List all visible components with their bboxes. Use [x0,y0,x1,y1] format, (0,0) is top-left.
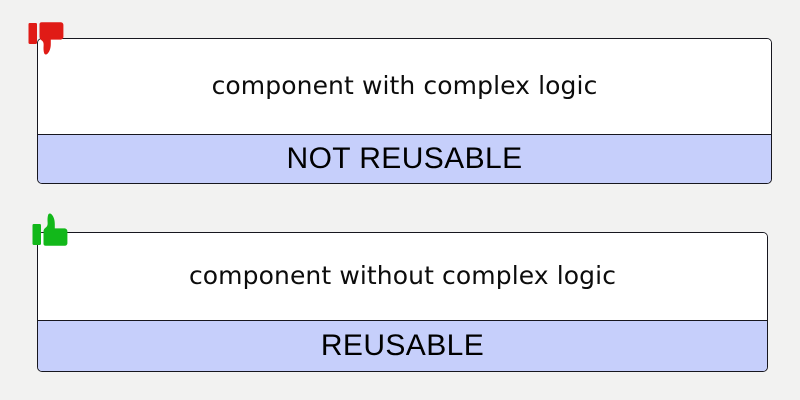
card-not-reusable: component with complex logic NOT REUSABL… [37,38,772,184]
card-title-complex-logic: component with complex logic [38,39,771,134]
card-reusable: component without complex logic REUSABLE [37,232,768,372]
card-title-without-complex-logic: component without complex logic [38,233,767,320]
verdict-badge-not-reusable: NOT REUSABLE [38,134,771,183]
verdict-badge-reusable: REUSABLE [38,320,767,371]
